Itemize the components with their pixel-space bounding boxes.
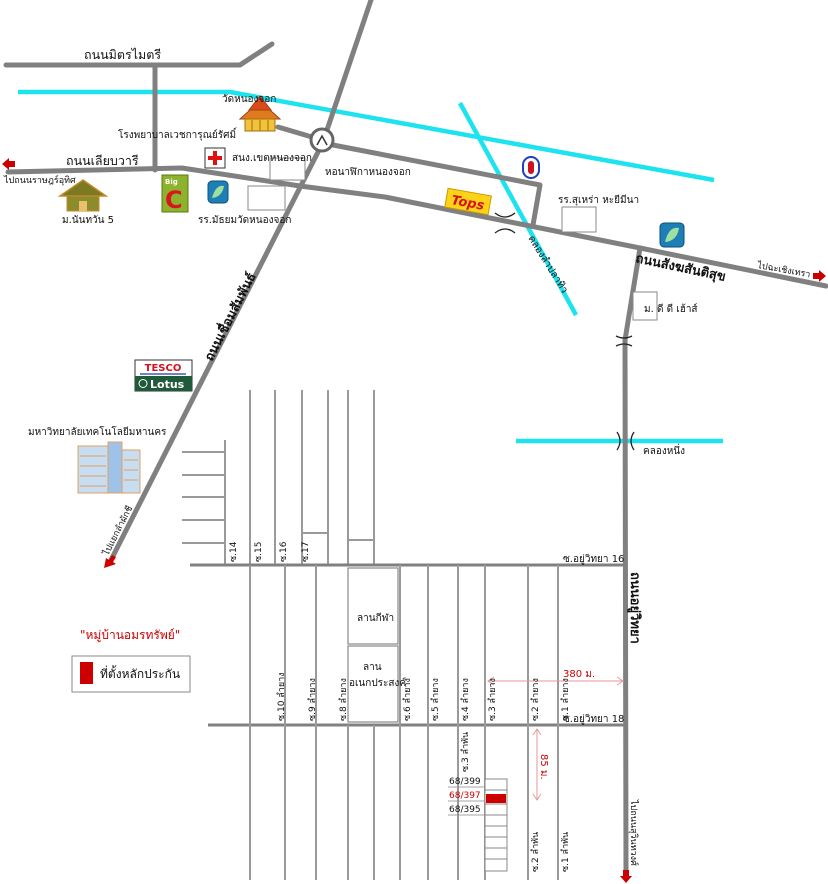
tesco-text: TESCO (145, 363, 182, 374)
fuel-station-icon (207, 180, 229, 204)
direction-ratutit-label: ไปถนนราษฎร์อุทิศ (3, 174, 76, 186)
nanthawan-label: ม.นันทวัน 5 (62, 215, 114, 226)
road-north (324, 0, 374, 133)
canal-lamplathio (458, 101, 578, 317)
soi-lower-4-label: ซ.4 ลำยาง (460, 678, 471, 721)
tops-logo-text: Tops (450, 193, 486, 214)
university-label: มหาวิทยาลัยเทคโนโลยีมหานคร (28, 425, 167, 438)
soi-lower-9-label: ซ.9 ลำยาง (307, 678, 318, 721)
legend: ที่ตั้งหลักประกัน (71, 655, 191, 693)
road-yuwitthaya (622, 245, 643, 877)
main-roads (3, 0, 828, 877)
soi-14-label: ซ.14 (229, 541, 239, 562)
multi-ground-label-2: อเนกประสงค์ (349, 677, 406, 689)
university-building-icon (77, 441, 141, 494)
soi-16-side-label: ซ.16 (279, 541, 289, 562)
soi-bottom-1-label: ซ.1 ลำพัน (560, 832, 571, 872)
direction-suwinthawong-label: ไปถนนสุวินทวงศ์ (628, 799, 640, 866)
canal-nueng-label: คลองหนึ่ง (643, 443, 685, 457)
road-temple-link (275, 124, 315, 140)
soi-lower-1-label: ซ.1 ลำยาง (560, 678, 571, 721)
red-arrow-icon-southwest (104, 555, 116, 568)
distance-380-label: 380 ม. (563, 669, 595, 680)
soi-18-label: ซ.อยู่วิทยา 18 (563, 714, 624, 725)
multi-ground-label-1: ลาน (363, 662, 382, 673)
soi-lower-6-label: ซ.6 ลำยาง (402, 678, 413, 721)
lotus-text: Lotus (150, 378, 185, 391)
tesco-lotus-logo: TESCO Lotus (134, 359, 193, 392)
lower-alleys (249, 565, 559, 880)
soi-lower-8-label: ซ.8 ลำยาง (338, 678, 349, 721)
bigc-logo: Big C (161, 174, 189, 214)
bridge-lamplathio (494, 212, 516, 234)
red-cross-icon (204, 147, 226, 169)
soi-15-label: ซ.15 (254, 542, 264, 562)
school-mathayom-label: รร.มัธยมวัดหนองจอก (198, 215, 291, 226)
temple-icon (238, 95, 282, 132)
dd-house-label: ม. ดี ดี เฮ้าส์ (644, 303, 698, 315)
soi-lower-2-label: ซ.2 ลำยาง (530, 678, 541, 721)
district-office-building (269, 157, 306, 181)
soi-bottom-2-label: ซ.2 ลำพัน (530, 832, 541, 872)
red-arrow-icon-south (620, 870, 632, 883)
distance-85-label: 85 ม. (538, 754, 549, 780)
road-mittraimaitri (3, 41, 275, 68)
bigc-small-text: Big (165, 178, 178, 186)
district-office-label: สนง.เขตหนองจอก (232, 153, 312, 164)
hospital-label: โรงพยาบาลเวชการุณย์รัศมิ์ (118, 127, 238, 141)
clock-tower-label: หอนาฬิกาหนองจอก (325, 166, 411, 178)
multi-purpose-ground (347, 645, 399, 723)
road-mittraimaitri-label: ถนนมิตรไมตรี (84, 47, 161, 62)
house-68-395: 68/395 (449, 805, 481, 815)
soi-17-label: ซ.17 (301, 542, 311, 562)
bridges (494, 212, 635, 451)
soi-lower-3-label: ซ.3 ลำยาง (487, 678, 498, 721)
dd-house-building (632, 291, 658, 321)
legend-collateral-swatch (80, 662, 93, 684)
soi-lower-5-label: ซ.5 ลำยาง (430, 678, 441, 721)
soi-lower-10-label: ซ.10 ลำยาง (276, 672, 287, 721)
road-chueamsamphan (107, 149, 321, 565)
measure-85: 85 ม. (532, 728, 549, 801)
bigc-big-text: C (165, 186, 183, 214)
canal-north (18, 89, 715, 183)
sports-ground-label: ลานกีฬา (357, 612, 394, 624)
roundabout-icon (309, 127, 335, 153)
road-east-link (330, 142, 543, 228)
legend-village-name: "หมู่บ้านอมรทรัพย์" (80, 628, 180, 643)
sports-ground (347, 567, 399, 645)
soi-bottom-3-label: ซ.3 ลำพัน (460, 732, 471, 772)
legend-collateral-label: ที่ตั้งหลักประกัน (100, 665, 180, 681)
road-chueamsamphan-label: ถนนเชื่อมสัมพันธ์ (200, 269, 260, 364)
red-arrow-icon-east (813, 270, 826, 282)
road-liabwari-label: ถนนเลียบวารี (66, 153, 139, 168)
red-arrow-icon-west (2, 158, 15, 170)
canal-lamplathio-label: คลองลำปลาทิว (525, 234, 569, 296)
tops-logo: Tops (444, 187, 492, 216)
house-icon (57, 179, 109, 212)
collateral-marker (486, 794, 506, 803)
road-yuwitthaya-label: ถนนอยู่วิทยา (627, 572, 642, 644)
mosque-badge-icon (522, 156, 540, 179)
measure-380: 380 ม. (487, 669, 624, 686)
school-surao-building (561, 206, 597, 233)
soi-16-label: ซ.อยู่วิทยา 16 (563, 554, 624, 565)
bridge-nueng (616, 431, 635, 451)
house-row (484, 778, 508, 872)
school-surao-label: รร.สุเหร่า หะยีมีนา (558, 194, 639, 206)
upper-alleys (182, 390, 375, 565)
road-liabwari-sangkhasantisuk (5, 165, 828, 289)
house-68-399: 68/399 (449, 777, 481, 787)
house-68-397: 68/397 (449, 791, 481, 801)
fuel-station-icon-east (659, 222, 685, 248)
bridge-small (615, 335, 633, 347)
canals (18, 89, 723, 444)
temple-label: วัดหนองจอก (222, 94, 276, 105)
school-mathayom-building (247, 185, 286, 211)
